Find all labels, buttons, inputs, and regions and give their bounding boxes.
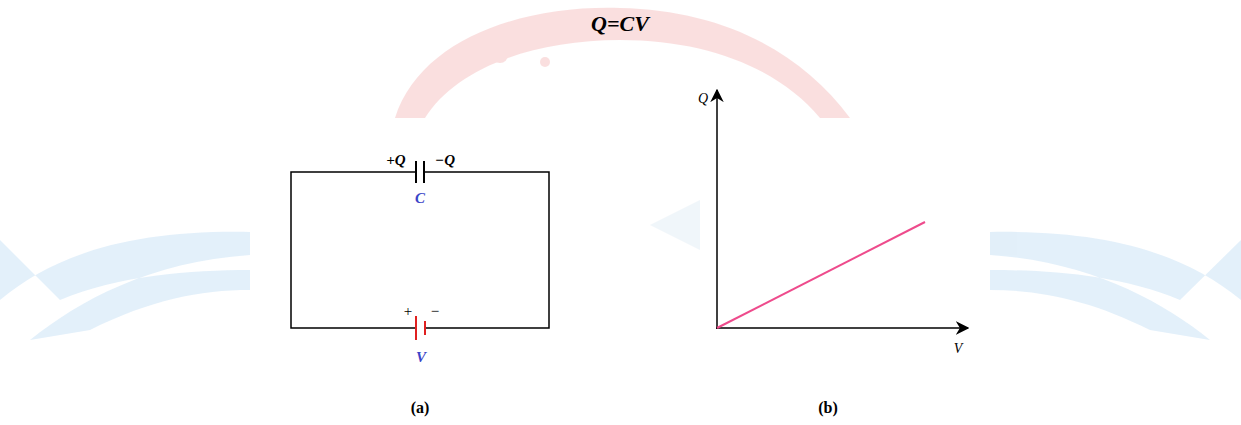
y-axis	[716, 90, 718, 329]
axis-label: Q	[698, 92, 708, 106]
capacitor-plate	[423, 161, 425, 183]
panel-label: (a)	[411, 400, 430, 416]
polarity-sign: −	[431, 304, 439, 319]
voltage-label: V	[416, 350, 426, 365]
formula-title: Q=CV	[591, 13, 649, 35]
battery-plate	[415, 316, 417, 340]
charge-label: −Q	[435, 153, 455, 168]
capacitor-plate	[415, 161, 417, 183]
wire	[291, 172, 416, 328]
polarity-sign: +	[404, 304, 412, 319]
wire	[424, 172, 549, 328]
capacitance-label: C	[415, 191, 425, 206]
x-axis	[716, 327, 968, 329]
watermark	[0, 8, 1241, 340]
graph	[716, 90, 968, 329]
circuit	[291, 161, 549, 340]
panel-label: (b)	[818, 400, 838, 416]
q-v-line	[717, 222, 925, 328]
battery-plate	[424, 321, 426, 335]
axis-label: V	[954, 342, 963, 356]
charge-label: +Q	[386, 153, 405, 168]
